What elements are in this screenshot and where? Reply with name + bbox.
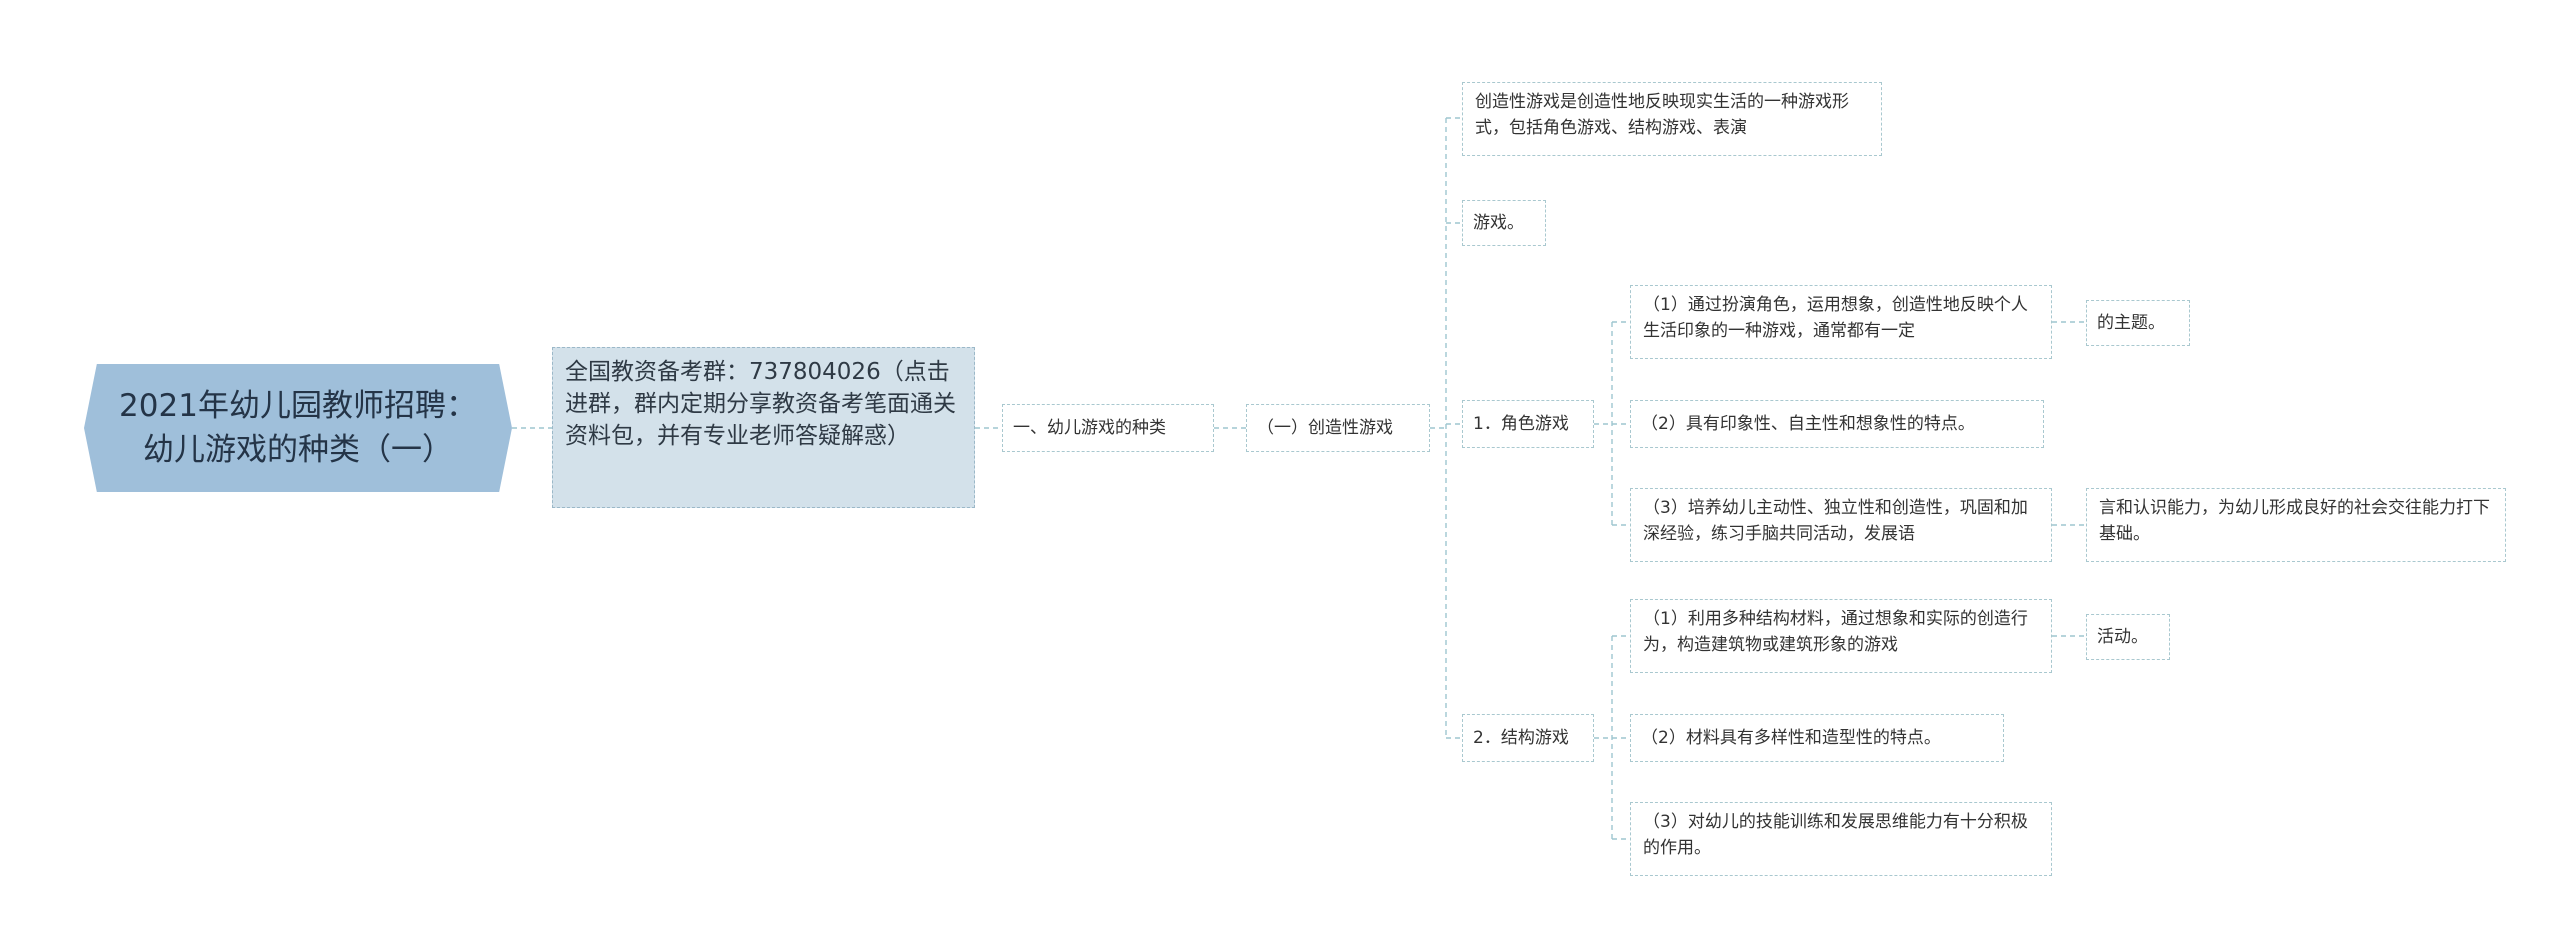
node-definition-continuation-text: 游戏。 <box>1473 213 1524 233</box>
role-play-item-1-text: （1）通过扮演角色，运用想象，创造性地反映个人生活印象的一种游戏，通常都有一定 <box>1643 295 2028 341</box>
node-construction-label: 2．结构游戏 <box>1473 728 1569 748</box>
info-node[interactable]: 全国教资备考群：737804026（点击进群，群内定期分享教资备考笔面通关资料包… <box>552 347 975 508</box>
node-definition-continuation[interactable]: 游戏。 <box>1462 200 1546 246</box>
node-creative-games[interactable]: （一）创造性游戏 <box>1246 404 1430 452</box>
construction-item-3[interactable]: （3）对幼儿的技能训练和发展思维能力有十分积极的作用。 <box>1630 802 2052 876</box>
construction-item-1-text: （1）利用多种结构材料，通过想象和实际的创造行为，构造建筑物或建筑形象的游戏 <box>1643 609 2028 655</box>
role-play-item-1-continuation-text: 的主题。 <box>2097 313 2165 333</box>
role-play-item-1[interactable]: （1）通过扮演角色，运用想象，创造性地反映个人生活印象的一种游戏，通常都有一定 <box>1630 285 2052 359</box>
construction-item-2-text: （2）材料具有多样性和造型性的特点。 <box>1641 728 1941 748</box>
construction-item-1-continuation[interactable]: 活动。 <box>2086 614 2170 660</box>
info-text: 全国教资备考群：737804026（点击进群，群内定期分享教资备考笔面通关资料包… <box>565 359 956 449</box>
construction-item-1[interactable]: （1）利用多种结构材料，通过想象和实际的创造行为，构造建筑物或建筑形象的游戏 <box>1630 599 2052 673</box>
root-topic[interactable]: 2021年幼儿园教师招聘： 幼儿游戏的种类（一） <box>84 364 512 492</box>
node-role-play[interactable]: 1．角色游戏 <box>1462 400 1594 448</box>
node-game-types[interactable]: 一、幼儿游戏的种类 <box>1002 404 1214 452</box>
construction-item-3-text: （3）对幼儿的技能训练和发展思维能力有十分积极的作用。 <box>1643 812 2028 858</box>
role-play-item-3-continuation[interactable]: 言和认识能力，为幼儿形成良好的社会交往能力打下基础。 <box>2086 488 2506 562</box>
root-title-line1: 2021年幼儿园教师招聘： <box>119 388 477 424</box>
role-play-item-3-text: （3）培养幼儿主动性、独立性和创造性，巩固和加深经验，练习手脑共同活动，发展语 <box>1643 498 2028 544</box>
node-creative-games-label: （一）创造性游戏 <box>1257 418 1393 438</box>
role-play-item-1-continuation[interactable]: 的主题。 <box>2086 300 2190 346</box>
role-play-item-3-continuation-text: 言和认识能力，为幼儿形成良好的社会交往能力打下基础。 <box>2099 498 2490 544</box>
node-game-types-label: 一、幼儿游戏的种类 <box>1013 418 1166 438</box>
role-play-item-2[interactable]: （2）具有印象性、自主性和想象性的特点。 <box>1630 400 2044 448</box>
node-role-play-label: 1．角色游戏 <box>1473 414 1569 434</box>
role-play-item-3[interactable]: （3）培养幼儿主动性、独立性和创造性，巩固和加深经验，练习手脑共同活动，发展语 <box>1630 488 2052 562</box>
root-title-line2: 幼儿游戏的种类（一） <box>143 432 453 468</box>
node-definition-text: 创造性游戏是创造性地反映现实生活的一种游戏形式，包括角色游戏、结构游戏、表演 <box>1475 92 1849 138</box>
construction-item-2[interactable]: （2）材料具有多样性和造型性的特点。 <box>1630 714 2004 762</box>
role-play-item-2-text: （2）具有印象性、自主性和想象性的特点。 <box>1641 414 1975 434</box>
node-definition[interactable]: 创造性游戏是创造性地反映现实生活的一种游戏形式，包括角色游戏、结构游戏、表演 <box>1462 82 1882 156</box>
construction-item-1-continuation-text: 活动。 <box>2097 627 2148 647</box>
node-construction[interactable]: 2．结构游戏 <box>1462 714 1594 762</box>
